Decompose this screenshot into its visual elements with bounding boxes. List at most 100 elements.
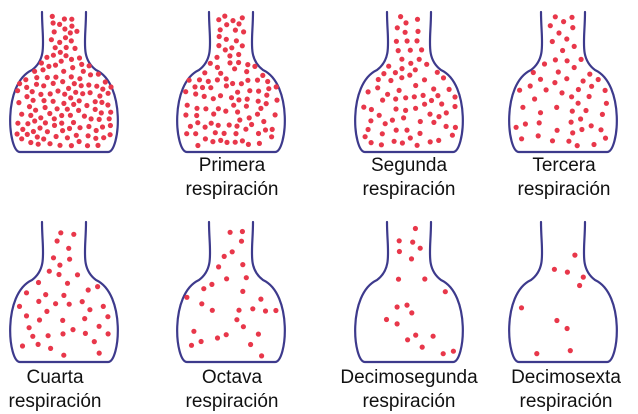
gas-particle — [99, 99, 105, 105]
gas-particle — [243, 103, 249, 109]
gas-particle — [368, 140, 374, 146]
gas-particle — [599, 111, 606, 117]
gas-particle — [598, 127, 604, 133]
gas-particle — [68, 95, 74, 101]
caption-decimosegunda-line1: Decimosegunda — [340, 367, 478, 388]
gas-particle — [214, 64, 220, 70]
gas-particle — [66, 125, 73, 132]
flask-decimosegunda-respiracion — [354, 220, 464, 364]
gas-particle — [415, 28, 421, 34]
gas-particle — [92, 106, 98, 112]
gas-particle — [199, 301, 205, 307]
gas-particle — [403, 107, 409, 113]
gas-particle — [218, 70, 224, 76]
gas-particle — [24, 131, 30, 137]
gas-particle — [86, 123, 92, 130]
gas-particle — [34, 134, 40, 140]
gas-particle — [51, 122, 58, 128]
gas-particle — [427, 111, 433, 117]
gas-particle — [518, 305, 525, 311]
gas-particle — [69, 23, 75, 29]
gas-particle — [19, 136, 25, 142]
gas-particle — [217, 93, 224, 99]
gas-particle — [235, 109, 241, 115]
gas-particle — [591, 141, 597, 148]
gas-particle — [405, 337, 411, 343]
gas-particle — [452, 94, 458, 100]
gas-particle — [393, 96, 399, 102]
gas-particle — [68, 74, 74, 80]
gas-particle — [580, 274, 586, 280]
gas-particle — [411, 94, 417, 100]
gas-particle — [87, 307, 93, 313]
gas-particle — [50, 20, 56, 26]
flask-outline — [176, 10, 286, 154]
gas-particle — [93, 135, 99, 141]
gas-particle — [368, 106, 374, 113]
gas-particle — [59, 120, 65, 126]
gas-particle — [99, 124, 106, 130]
gas-particle — [414, 142, 420, 148]
gas-particle — [388, 77, 394, 84]
gas-particle — [449, 132, 455, 138]
gas-particle — [391, 138, 397, 144]
gas-particle — [30, 333, 36, 339]
gas-particle — [81, 113, 87, 119]
gas-particle — [236, 51, 242, 58]
gas-particle — [72, 45, 78, 52]
gas-particle — [57, 21, 63, 27]
gas-particle — [554, 127, 560, 133]
caption-tercera: Tercera respiración — [489, 154, 638, 202]
gas-particle — [443, 123, 449, 129]
gas-particle — [412, 225, 418, 232]
gas-particle — [569, 14, 575, 20]
gas-particle — [201, 286, 207, 292]
gas-particle — [603, 100, 610, 106]
gas-particle — [554, 317, 560, 324]
gas-particle — [537, 110, 544, 116]
gas-particle — [77, 76, 83, 82]
gas-particle — [16, 303, 23, 309]
gas-particle — [262, 127, 269, 133]
gas-particle — [102, 79, 108, 85]
flask-decimosexta-respiracion — [508, 220, 618, 364]
gas-particle — [35, 341, 41, 347]
gas-particle — [239, 228, 245, 235]
gas-particle — [24, 84, 30, 90]
gas-particle — [201, 93, 207, 99]
gas-particle — [15, 88, 21, 94]
gas-particle — [37, 125, 43, 131]
gas-particle — [269, 126, 275, 132]
gas-particle — [412, 67, 418, 73]
gas-particle — [571, 64, 577, 71]
gas-particle — [57, 262, 63, 268]
gas-particle — [536, 120, 542, 126]
gas-particle — [227, 229, 233, 235]
gas-particle — [254, 77, 261, 83]
gas-particle — [564, 36, 570, 42]
gas-particle — [273, 84, 279, 90]
gas-particle — [202, 136, 208, 142]
gas-particle — [570, 25, 576, 31]
gas-particle — [221, 130, 227, 136]
gas-particle — [66, 85, 72, 91]
gas-particle — [223, 76, 229, 82]
gas-particle — [70, 65, 76, 71]
gas-particle — [105, 102, 111, 108]
gas-particle — [74, 272, 81, 278]
caption-cuarta: Cuarta respiración — [0, 366, 130, 414]
gas-particle — [239, 15, 245, 21]
gas-particle — [36, 298, 42, 304]
gas-particle — [247, 88, 253, 94]
gas-particle — [560, 47, 566, 54]
gas-particle — [237, 117, 243, 123]
gas-particle — [245, 62, 251, 68]
gas-particle — [19, 111, 25, 117]
gas-particle — [25, 121, 31, 127]
gas-particle — [76, 138, 82, 145]
gas-particle — [245, 141, 251, 147]
gas-particle — [396, 87, 402, 93]
gas-particle — [87, 90, 93, 96]
gas-particle — [46, 268, 52, 274]
gas-particle — [436, 137, 442, 143]
